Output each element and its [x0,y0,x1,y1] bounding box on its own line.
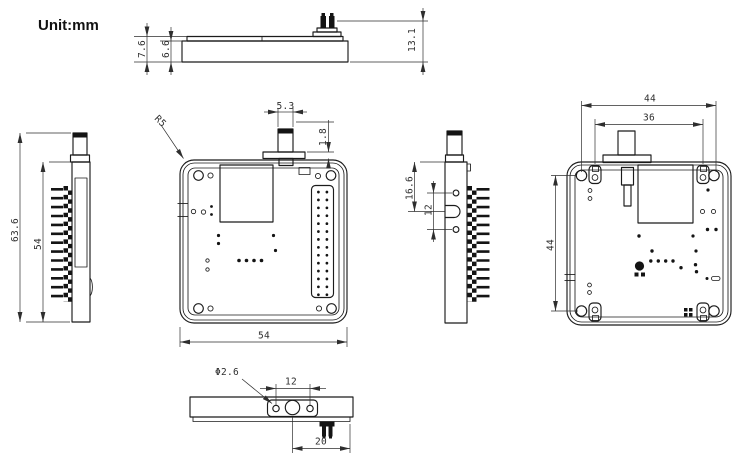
front-component-pads [190,205,278,272]
back-antenna [602,130,652,207]
back-shield-module [637,164,694,224]
unit-label: Unit:mm [38,17,99,34]
bottom-body-outline [189,396,354,422]
dim-top-connector-height: 13.1 [407,28,418,52]
label-corner-radius: R5 [152,113,168,129]
dim-connector-offset: 20 [315,437,327,448]
dim-front-width: 54 [258,331,270,342]
front-antenna-stub [262,128,306,167]
dim-left-body-length: 54 [33,238,44,250]
dim-top-total-height: 7.6 [137,40,148,58]
right-side-view: 16.6 12 [405,130,490,324]
front-shield-module [219,164,274,223]
dim-hole-offset: 16.6 [405,176,416,200]
rf-connector-bottom [319,421,335,439]
left-body-outline [71,161,93,323]
left-profile-dimensions: 63.6 54 [10,132,71,323]
top-profile-dimensions: 7.6 6.6 13.1 [134,8,428,75]
rf-connector-top [312,13,342,38]
left-antenna-stub [69,132,91,163]
back-component-pads [587,188,721,295]
back-case-outline [564,161,732,326]
dim-antenna-width: 5.3 [276,101,294,112]
dim-bottom-hole-spacing: 12 [285,377,297,388]
back-corner-posts [575,164,720,322]
back-view: 44 36 44 [546,94,732,326]
dim-left-total-length: 63.6 [10,218,21,242]
bottom-profile-view: Φ2.6 12 20 [189,367,354,453]
left-pin-header [51,186,73,302]
dim-flange-height: 1.8 [318,128,329,146]
dim-top-body-height: 6.6 [161,40,172,58]
bottom-dimensions: Φ2.6 12 20 [215,367,351,453]
front-view: 5.3 1.8 R5 54 [152,101,348,347]
dim-hole-spacing-side: 12 [424,204,435,216]
dim-back-inner-span: 36 [643,113,655,124]
front-case-outline [177,159,348,324]
label-hole-diameter: Φ2.6 [215,367,239,378]
back-dimensions: 44 36 44 [546,94,717,312]
top-profile-outline [181,35,349,63]
dim-back-span-v: 44 [546,239,557,251]
mid-body-outline [444,161,471,324]
mid-dimensions: 16.6 12 [405,161,452,242]
front-pin-connector [310,184,335,299]
top-profile-view: 7.6 6.6 13.1 [134,8,428,75]
mid-pin-header [467,186,490,302]
left-side-view: 63.6 54 [10,132,93,323]
mid-antenna-stub [444,130,465,163]
front-corner-holes [193,170,337,314]
dim-back-span-h: 44 [644,94,656,105]
